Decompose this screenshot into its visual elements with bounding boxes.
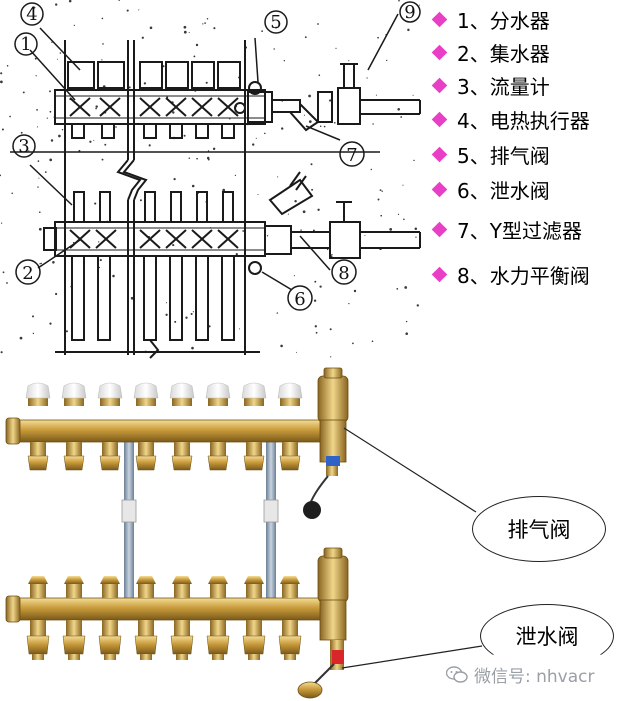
brass-cap xyxy=(136,576,156,598)
watermark-text: 微信号: nhvacr xyxy=(474,667,595,687)
vent-valve-callout: 排气阀 xyxy=(472,496,606,562)
brass-cap xyxy=(280,576,300,598)
outlet-fitting xyxy=(27,442,49,471)
label-7: 7 xyxy=(346,145,357,166)
drain-valve-callout-text: 泄水阀 xyxy=(515,625,579,649)
frame-lines xyxy=(10,40,380,359)
legend-item-8: 8、水力平衡阀 xyxy=(430,259,590,289)
outlet-fitting xyxy=(279,442,301,471)
diamond-bullet-icon xyxy=(431,146,448,162)
technical-drawing xyxy=(0,0,421,359)
white-handle xyxy=(25,382,51,406)
legend-item-7: 7、Y型过滤器 xyxy=(430,214,582,244)
watermark: 微信号: nhvacr xyxy=(446,662,595,687)
outlet-fitting xyxy=(98,620,122,660)
legend-text: 2、集水器 xyxy=(457,41,550,66)
diamond-bullet-icon xyxy=(431,181,448,197)
brass-cap xyxy=(64,576,84,598)
brass-cap xyxy=(208,576,228,598)
legend-item-2: 2、集水器 xyxy=(430,37,550,67)
legend-text: 5、排气阀 xyxy=(457,143,550,168)
top-brass-bar xyxy=(5,382,333,471)
legend-text: 3、流量计 xyxy=(457,74,550,99)
diamond-bullet-icon xyxy=(431,266,448,282)
number-labels: 4 1 3 2 5 9 7 8 6 xyxy=(18,2,415,310)
label-3: 3 xyxy=(18,136,29,157)
outlet-fitting xyxy=(135,442,157,471)
outlet-fitting xyxy=(243,442,265,471)
white-handle xyxy=(61,382,87,406)
mounting-brackets xyxy=(121,430,279,600)
label-6: 6 xyxy=(294,289,305,310)
label-1: 1 xyxy=(20,34,31,55)
diamond-bullet-icon xyxy=(431,111,448,127)
wechat-icon xyxy=(446,665,468,683)
outlet-fitting xyxy=(207,442,229,471)
diamond-bullet-icon xyxy=(431,221,448,237)
outlet-fitting xyxy=(26,620,50,660)
outlet-fitting xyxy=(206,620,230,660)
legend-text: 7、Y型过滤器 xyxy=(457,218,582,243)
upper-manifold xyxy=(54,61,421,139)
white-handle xyxy=(277,382,303,406)
drain-valve-callout: 泄水阀 xyxy=(480,604,614,668)
diamond-bullet-icon xyxy=(431,77,448,93)
white-handle xyxy=(169,382,195,406)
legend-item-1: 1、分水器 xyxy=(430,4,550,34)
legend-text: 6、泄水阀 xyxy=(457,178,550,203)
legend-text: 4、电热执行器 xyxy=(457,108,590,133)
white-handle xyxy=(205,382,231,406)
diamond-bullet-icon xyxy=(431,11,448,27)
brass-cap xyxy=(28,576,48,598)
outlet-fitting xyxy=(99,442,121,471)
diamond-bullet-icon xyxy=(431,44,448,60)
white-handle xyxy=(241,382,267,406)
label-5: 5 xyxy=(270,12,281,33)
outlet-fitting xyxy=(63,442,85,471)
outlet-fitting xyxy=(278,620,302,660)
outlet-fitting xyxy=(134,620,158,660)
brass-cap xyxy=(172,576,192,598)
label-2: 2 xyxy=(22,263,33,284)
label-9: 9 xyxy=(404,2,415,23)
bottom-brass-bar xyxy=(5,576,333,660)
white-handle xyxy=(133,382,159,406)
outlet-fitting xyxy=(171,442,193,471)
outlet-fitting xyxy=(242,620,266,660)
outlet-fitting xyxy=(170,620,194,660)
vent-valve-bottom xyxy=(297,547,349,699)
vent-valve-top xyxy=(303,367,349,519)
white-handle xyxy=(97,382,123,406)
number-circles xyxy=(12,1,421,311)
paper-speckle xyxy=(0,0,420,358)
lower-manifold xyxy=(43,171,421,341)
legend-item-4: 4、电热执行器 xyxy=(430,104,590,134)
brass-cap xyxy=(100,576,120,598)
brass-cap xyxy=(244,576,264,598)
vent-callout-line xyxy=(343,427,477,513)
drain-callout-line xyxy=(341,645,483,669)
label-8: 8 xyxy=(338,263,349,284)
outlet-fitting xyxy=(62,620,86,660)
legend-text: 1、分水器 xyxy=(457,8,550,33)
manifold-photo xyxy=(5,367,483,699)
label-4: 4 xyxy=(26,4,37,25)
leader-lines xyxy=(29,13,399,291)
legend-text: 8、水力平衡阀 xyxy=(457,263,590,288)
vent-valve-callout-text: 排气阀 xyxy=(507,518,571,542)
legend-item-6: 6、泄水阀 xyxy=(430,174,550,204)
legend-item-5: 5、排气阀 xyxy=(430,139,550,169)
legend-item-3: 3、流量计 xyxy=(430,70,550,100)
